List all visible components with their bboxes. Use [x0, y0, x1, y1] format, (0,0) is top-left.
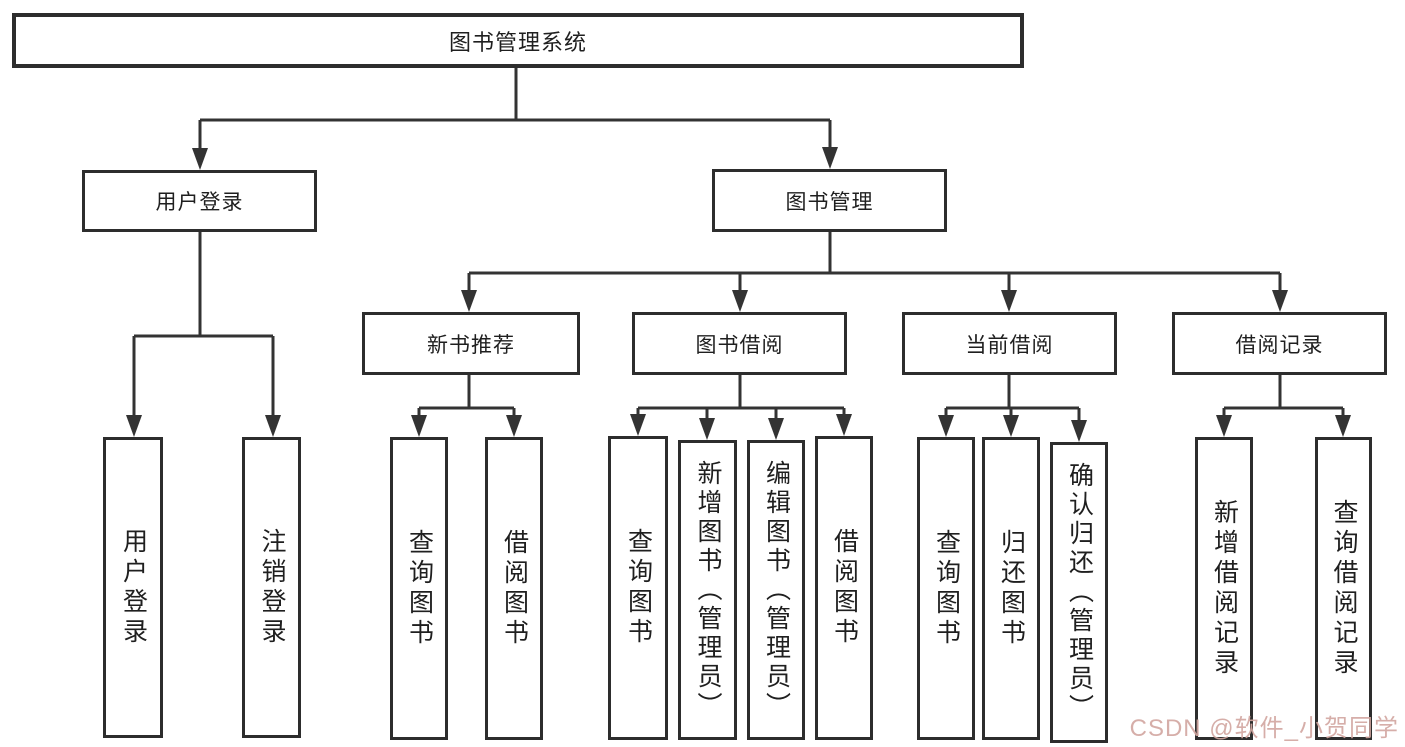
node-new-book-recommend: 新书推荐 — [362, 312, 580, 375]
node-current-borrow: 当前借阅 — [902, 312, 1117, 375]
arrowheads — [126, 147, 1351, 442]
leaf-logout: 注销登录 — [242, 437, 301, 738]
node-user-login: 用户登录 — [82, 170, 317, 232]
node-book-management: 图书管理 — [712, 169, 947, 232]
leaf-record-query: 查询借阅记录 — [1315, 437, 1372, 740]
csdn-watermark: CSDN @软件_小贺同学 — [1129, 715, 1399, 742]
leaf-user-login: 用户登录 — [103, 437, 163, 738]
node-root: 图书管理系统 — [12, 13, 1024, 68]
leaf-borrow-borrow: 借阅图书 — [815, 436, 873, 740]
leaf-borrow-add-admin: 新增图书（管理员） — [678, 440, 737, 740]
leaf-borrow-edit-admin: 编辑图书（管理员） — [747, 440, 805, 740]
node-borrow-records: 借阅记录 — [1172, 312, 1387, 375]
leaf-newbook-query: 查询图书 — [390, 437, 448, 740]
node-book-borrow: 图书借阅 — [632, 312, 847, 375]
leaf-current-confirm-return-admin: 确认归还（管理员） — [1050, 442, 1108, 743]
leaf-borrow-query: 查询图书 — [608, 436, 668, 740]
leaf-newbook-borrow: 借阅图书 — [485, 437, 543, 740]
leaf-current-query: 查询图书 — [917, 437, 975, 740]
leaf-record-add: 新增借阅记录 — [1195, 437, 1253, 740]
leaf-current-return: 归还图书 — [982, 437, 1040, 740]
